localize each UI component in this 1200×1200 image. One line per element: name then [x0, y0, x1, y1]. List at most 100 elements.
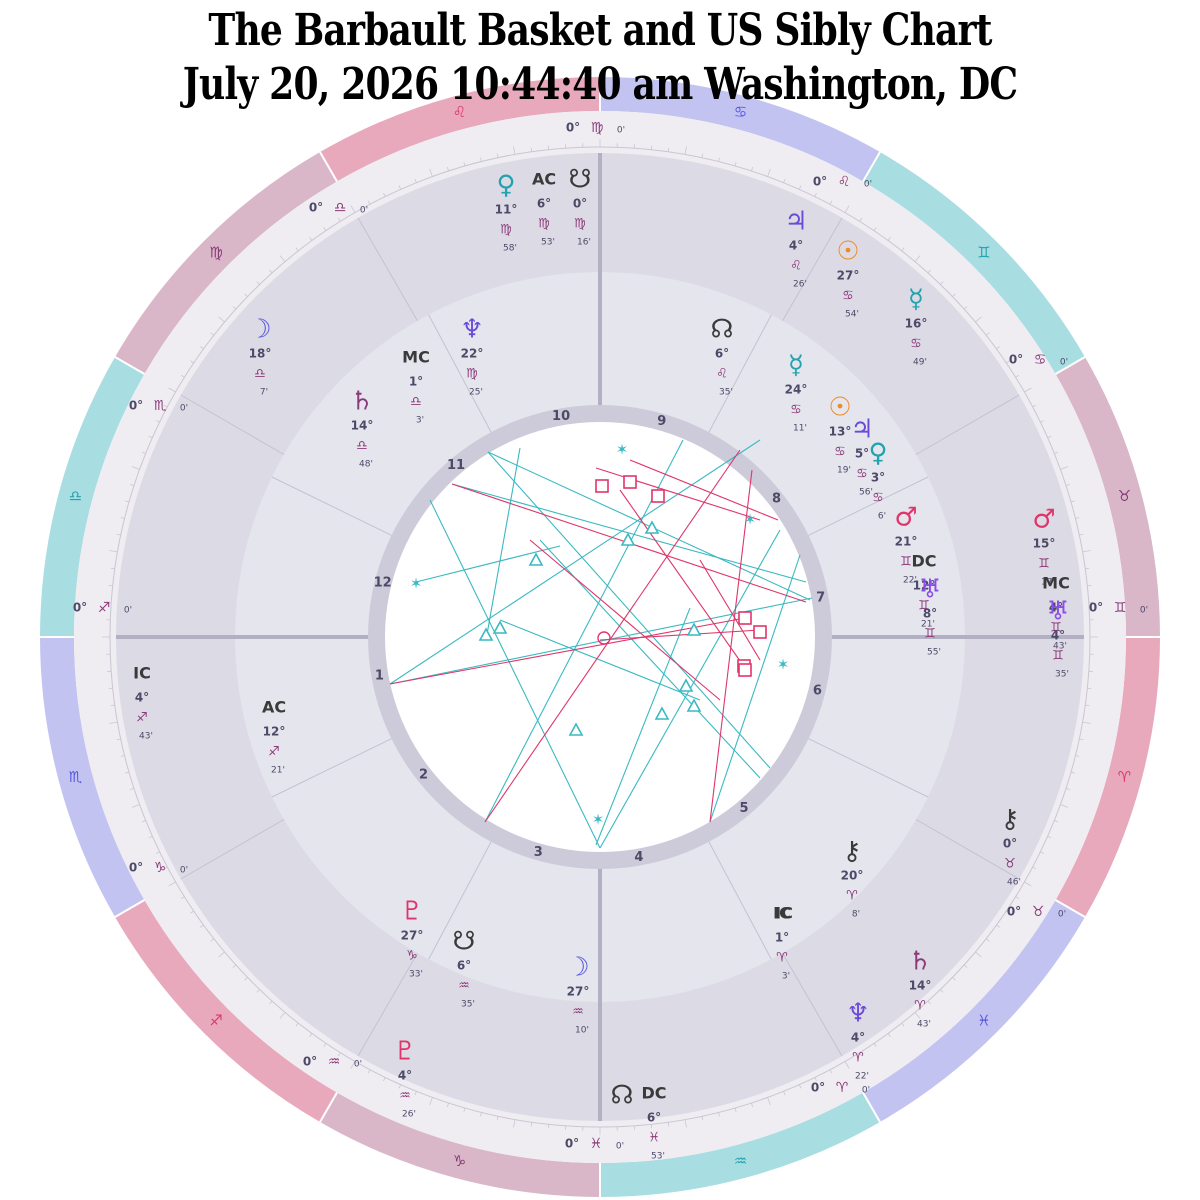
degree-tick [1040, 420, 1045, 423]
north-node-sign: ♌ [716, 367, 728, 382]
chiron-sign: ♉ [1004, 857, 1016, 872]
degree-tick [141, 820, 146, 823]
degree-tick [1006, 360, 1010, 364]
sign-divider [1055, 356, 1086, 375]
saturn-minute: 48' [359, 460, 373, 470]
degree-tick [718, 1112, 720, 1117]
neptune-sign: ♈ [852, 1051, 864, 1066]
moon-sign: ♒ [572, 1005, 584, 1020]
sun-sign: ♋ [842, 289, 854, 304]
ascendant-degree: 6° [537, 197, 551, 211]
outer-cusp-sign: ♒ [328, 1054, 341, 1070]
outer-house-cusp [782, 217, 843, 322]
degree-tick [1082, 721, 1091, 724]
house-number: 10 [552, 409, 570, 424]
north-node-icon: ☊ [610, 1081, 633, 1111]
mercury-icon: ☿ [908, 285, 924, 315]
degree-tick [383, 192, 386, 197]
trine-aspect-line [389, 439, 761, 685]
degree-tick [718, 157, 720, 162]
outer-house-cusp [180, 819, 285, 880]
degree-tick [844, 205, 850, 213]
wheel-bands [74, 111, 1126, 1163]
degree-tick [684, 146, 687, 155]
outer-house-cusp [357, 952, 418, 1057]
ic: IC [773, 904, 791, 923]
degree-tick [295, 247, 299, 252]
saturn-degree: 14° [909, 979, 932, 993]
neptune-minute: 25' [469, 388, 483, 398]
sign-glyph-libra: ♎ [69, 487, 82, 505]
degree-tick [975, 951, 982, 958]
degree-tick [232, 964, 237, 968]
degree-tick [414, 178, 417, 183]
square-aspect-line [699, 559, 761, 661]
degree-tick [429, 1097, 433, 1106]
degree-tick [1015, 896, 1020, 900]
degree-tick [323, 1043, 327, 1047]
mars-minute: 22' [903, 576, 917, 586]
mercury-sign: ♋ [910, 337, 922, 352]
square-aspect-marker [595, 479, 609, 493]
venus-minute: 6' [878, 512, 886, 522]
sign-sector-taurus [1055, 357, 1160, 637]
trine-aspect-marker [654, 706, 670, 720]
pluto-minute: 26' [402, 1110, 416, 1120]
ic-degree: 1° [775, 931, 789, 945]
house-number: 8 [772, 492, 781, 507]
degree-tick [1082, 550, 1091, 553]
sun-icon: ☉ [836, 237, 859, 267]
degree-tick [163, 866, 168, 870]
mars-icon: ♂ [1032, 505, 1055, 535]
ic-minute: 3' [782, 972, 790, 982]
square-aspect-line [629, 459, 779, 521]
aspect-disc [385, 422, 815, 852]
north-node-minute: 35' [719, 388, 733, 398]
saturn-icon: ♄ [350, 387, 373, 417]
mars-icon: ♂ [894, 503, 917, 533]
degree-tick [1040, 851, 1045, 854]
south-node-icon: ☋ [452, 927, 475, 957]
midheaven-minute: 43' [1053, 642, 1067, 652]
degree-tick [116, 738, 121, 741]
outer-cusp-sign: ♋ [1034, 352, 1047, 368]
degree-tick [210, 332, 215, 336]
degree-tick [125, 771, 130, 774]
square-aspect-line [389, 617, 746, 685]
degree-tick [130, 483, 135, 486]
outer-cusp-sign: ♏ [154, 398, 167, 414]
degree-tick [963, 306, 968, 310]
degree-tick [1032, 404, 1037, 408]
square-aspect-marker [753, 625, 767, 639]
jupiter-minute: 26' [793, 280, 807, 290]
degree-tick [1047, 435, 1052, 439]
mercury-sign: ♋ [790, 403, 802, 418]
degree-tick [1070, 771, 1075, 774]
ic: IC [133, 664, 151, 683]
house-number: 7 [816, 591, 825, 606]
sign-divider [862, 1092, 881, 1123]
trine-aspect-marker [686, 622, 702, 636]
degree-tick [350, 205, 356, 213]
outer-cusp-minute: 0' [124, 606, 132, 616]
degree-tick [120, 755, 125, 757]
sign-glyph-gemini: ♊ [977, 244, 990, 262]
degree-tick [996, 346, 1000, 350]
square-aspect-line [484, 449, 741, 823]
degree-tick [244, 977, 248, 981]
mars-degree: 21° [895, 535, 918, 549]
degree-tick [798, 1084, 802, 1089]
house-number: 3 [534, 845, 543, 860]
degree-tick [513, 146, 516, 155]
degree-tick [463, 162, 466, 167]
outer-cusp-minute: 0' [1140, 606, 1148, 616]
sextile-aspect-marker: ✶ [777, 656, 790, 674]
outer-cusp-minute: 0' [616, 1142, 624, 1152]
descendant-degree: 12° [913, 579, 936, 593]
degree-tick [337, 217, 341, 222]
degree-tick [1024, 881, 1032, 887]
degree-tick [110, 704, 115, 707]
sign-glyph-sagittarius: ♐ [209, 1011, 222, 1029]
sun-sign: ♋ [834, 445, 846, 460]
